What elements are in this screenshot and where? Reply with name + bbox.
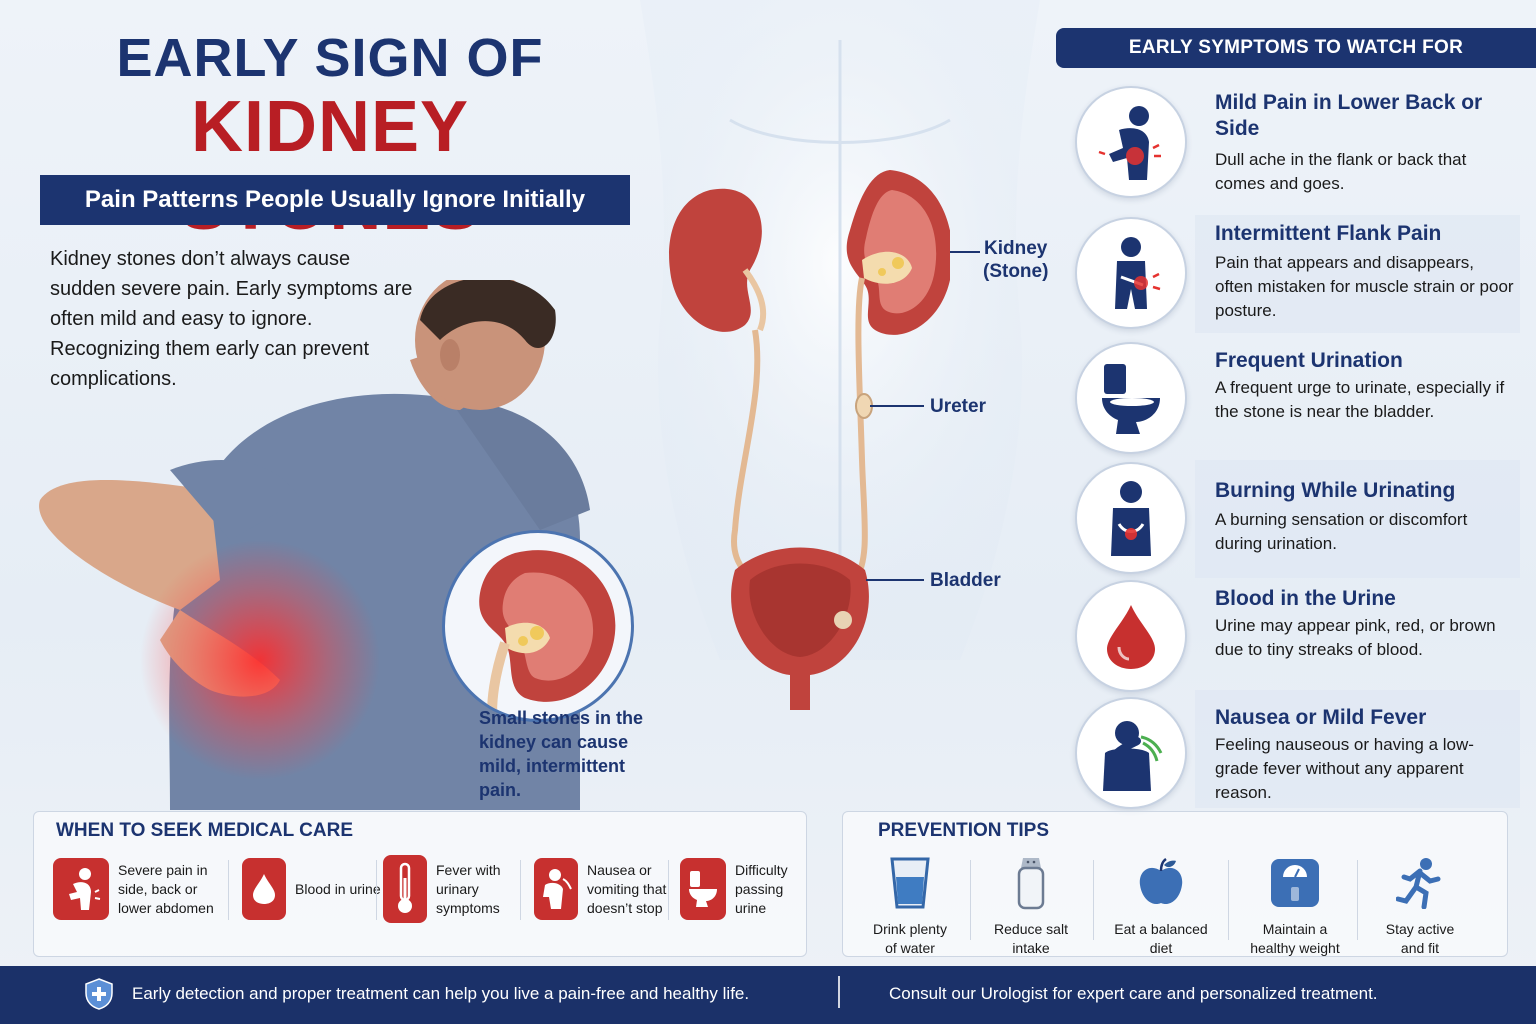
symptom-band-2 (1195, 215, 1520, 333)
seek-label: Severe pain in side, back or lower abdom… (118, 861, 214, 916)
symptom-title: Blood in the Urine (1215, 587, 1396, 610)
divider (1357, 860, 1358, 940)
divider (520, 860, 521, 920)
urinary-system-diagram (669, 170, 950, 710)
symptom-band-6 (1195, 690, 1520, 808)
symptom-band-4 (1195, 460, 1520, 578)
seek-item-blood: Blood in urine (242, 856, 382, 922)
prevention-item-water: Drink plenty of water (850, 852, 970, 958)
intro-paragraph: Kidney stones don’t always cause sudden … (50, 248, 413, 390)
right-ureter (852, 277, 868, 582)
symptoms-header-text: EARLY SYMPTOMS TO WATCH FOR (1128, 37, 1464, 58)
kidney-stone-label: Kidney (Stone) (983, 238, 1049, 282)
symptom-title: Mild Pain in Lower Back or Side (1215, 91, 1483, 140)
kidney-cross-section-icon (479, 550, 616, 719)
symptom-desc: Feeling nauseous or having a low-grade f… (1215, 735, 1474, 802)
seek-care-title: WHEN TO SEEK MEDICAL CARE (56, 820, 353, 841)
prevention-label: Reduce salt intake (994, 921, 1068, 956)
footer-left-text: Early detection and proper treatment can… (132, 984, 750, 1003)
symptom-desc: Pain that appears and disappears, often … (1215, 253, 1514, 320)
symptom-title: Frequent Urination (1215, 349, 1403, 372)
apple-icon (1101, 852, 1221, 914)
back-pain-icon (1075, 86, 1187, 198)
symptom-title: Burning While Urinating (1215, 479, 1456, 502)
right-kidney-stone (846, 170, 950, 335)
left-kidney (669, 188, 767, 332)
footer-right-text: Consult our Urologist for expert care an… (889, 984, 1378, 1003)
bladder (731, 547, 869, 710)
divider (228, 860, 229, 920)
symptom-item-back-pain: Mild Pain in Lower Back or Side Dull ach… (1070, 86, 1526, 206)
left-ureter (731, 329, 761, 582)
nausea-icon (1075, 697, 1187, 809)
symptom-item-blood: Blood in the Urine Urine may appear pink… (1070, 580, 1526, 700)
footer-divider (838, 976, 840, 1008)
seek-label: Nausea or vomiting that doesn’t stop (587, 861, 667, 916)
footer-bar (0, 966, 1536, 1024)
divider (376, 860, 377, 920)
water-glass-icon (850, 852, 970, 914)
divider (1228, 860, 1229, 940)
symptom-item-frequent-urination: Frequent Urination A frequent urge to ur… (1070, 342, 1526, 462)
seek-label: Fever with urinary symptoms (436, 861, 501, 916)
symptom-item-nausea: Nausea or Mild Fever Feeling nauseous or… (1070, 697, 1526, 809)
subtitle-banner: Pain Patterns People Usually Ignore Init… (40, 175, 630, 225)
prevention-item-diet: Eat a balanced diet (1101, 852, 1221, 958)
prevention-item-weight: Maintain a healthy weight (1235, 852, 1355, 958)
prevention-item-salt: Reduce salt intake (971, 852, 1091, 958)
seek-label: Difficulty passing urine (735, 861, 788, 916)
divider (970, 860, 971, 940)
scale-icon (1235, 852, 1355, 914)
symptom-desc: Dull ache in the flank or back that come… (1215, 150, 1467, 193)
symptom-item-burning: Burning While Urinating A burning sensat… (1070, 462, 1526, 582)
vomit-icon (534, 858, 578, 920)
prevention-label: Stay active and fit (1385, 921, 1455, 956)
seek-item-severe-pain: Severe pain in side, back or lower abdom… (53, 856, 214, 922)
seek-item-nausea: Nausea or vomiting that doesn’t stop (534, 856, 666, 922)
symptom-item-flank-pain: Intermittent Flank Pain Pain that appear… (1070, 217, 1526, 337)
symptoms-header: EARLY SYMPTOMS TO WATCH FOR (1056, 28, 1536, 68)
ureter-label: Ureter (930, 396, 986, 417)
prevention-label: Maintain a healthy weight (1250, 921, 1340, 956)
thermometer-icon (383, 855, 427, 923)
ureter-leader (870, 405, 924, 407)
symptom-desc: A frequent urge to urinate, especially i… (1215, 378, 1505, 421)
prevention-label: Drink plenty of water (873, 921, 947, 956)
running-icon (1360, 852, 1480, 914)
symptom-title: Nausea or Mild Fever (1215, 706, 1427, 729)
symptom-desc: A burning sensation or discomfort during… (1215, 510, 1468, 553)
seek-item-difficulty: Difficulty passing urine (680, 856, 788, 922)
divider (668, 860, 669, 920)
title-line-1: EARLY SIGN OF (116, 28, 544, 88)
toilet-icon (1075, 342, 1187, 454)
toilet-icon (680, 858, 726, 920)
drop-icon (242, 858, 286, 920)
man-back-pain-illustration (39, 280, 590, 810)
pain-person-icon (53, 858, 109, 920)
kidney-zoom-circle (442, 530, 634, 722)
prevention-title: PREVENTION TIPS (878, 820, 1050, 841)
divider (1093, 860, 1094, 940)
salt-shaker-icon (971, 852, 1091, 914)
prevention-label: Eat a balanced diet (1114, 921, 1208, 956)
zoom-caption: Small stones in the kidney can cause mil… (479, 708, 644, 800)
burning-icon (1075, 462, 1187, 574)
subtitle-text: Pain Patterns People Usually Ignore Init… (84, 186, 586, 213)
prevention-item-active: Stay active and fit (1360, 852, 1480, 958)
flank-pain-icon (1075, 217, 1187, 329)
kidney-leader (950, 251, 980, 253)
bladder-label: Bladder (930, 570, 1001, 591)
symptom-desc: Urine may appear pink, red, or brown due… (1215, 616, 1496, 659)
seek-label: Blood in urine (295, 880, 381, 897)
bladder-leader (866, 579, 924, 581)
blood-drop-icon (1075, 580, 1187, 692)
seek-item-fever: Fever with urinary symptoms (383, 855, 501, 923)
shield-plus-icon (85, 978, 113, 1010)
symptom-title: Intermittent Flank Pain (1215, 222, 1442, 245)
